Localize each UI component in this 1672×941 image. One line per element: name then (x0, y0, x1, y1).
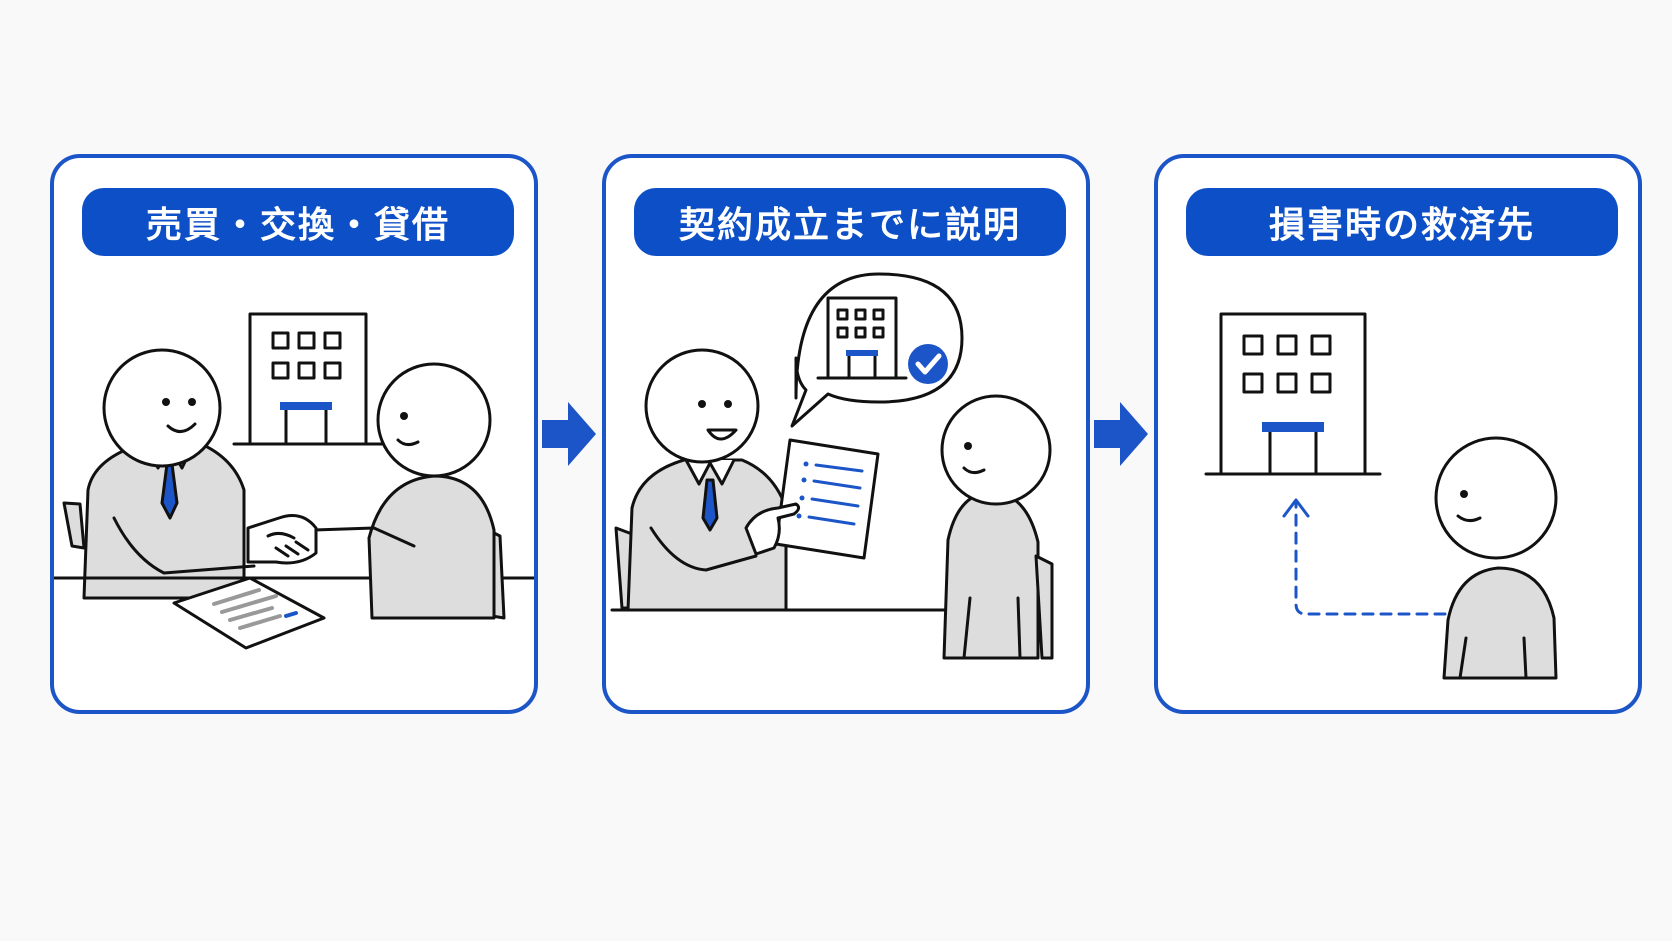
contract-document-icon (172, 576, 326, 650)
checkmark-icon (908, 344, 948, 384)
client-figure (940, 394, 1052, 660)
step-1-illustration (54, 312, 534, 650)
step-2-illustration (610, 272, 1054, 660)
step-3-illustration (1204, 312, 1558, 680)
dashed-arrow-icon (1282, 498, 1447, 616)
checklist-document-icon (774, 438, 880, 560)
step-panel-3: 損害時の救済先 (1154, 154, 1642, 714)
step-title-1: 売買・交換・貸借 (82, 188, 514, 256)
handshake-icon (246, 514, 318, 565)
step-title-3: 損害時の救済先 (1186, 188, 1618, 256)
client-figure (312, 362, 496, 620)
step-panel-2: 契約成立までに説明 (602, 154, 1090, 714)
step-panel-1: 売買・交換・貸借 (50, 154, 538, 714)
agent-figure (626, 348, 788, 612)
step-title-2: 契約成立までに説明 (634, 188, 1066, 256)
arrow-right-icon (542, 402, 596, 466)
building-icon (232, 312, 386, 446)
agent-figure (82, 348, 256, 600)
building-icon (1204, 312, 1382, 476)
building-icon (816, 296, 908, 380)
client-figure (1434, 436, 1558, 680)
arrow-right-icon (1094, 402, 1148, 466)
